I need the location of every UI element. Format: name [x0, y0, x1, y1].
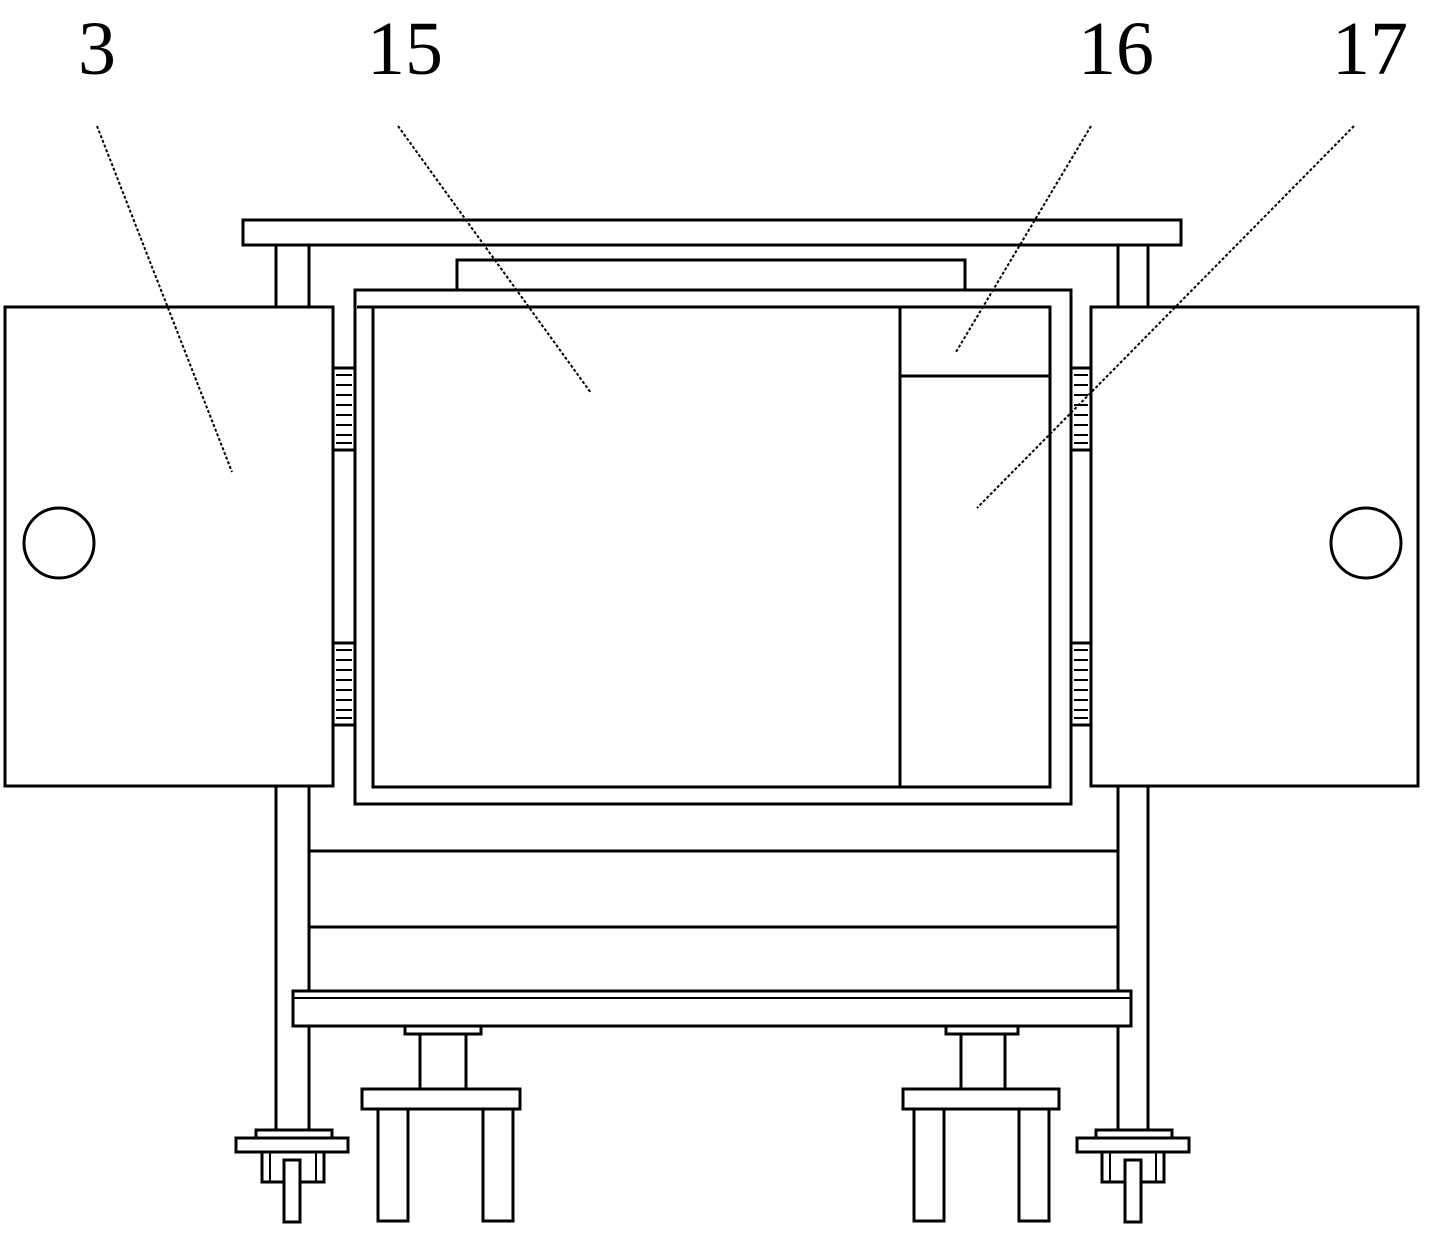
outer-housing [353, 288, 1073, 806]
top-plate [241, 218, 1183, 247]
leader-17 [976, 125, 1355, 509]
right-hinges [1069, 366, 1093, 727]
right-support-leg [901, 1024, 1061, 1223]
label-15: 15 [367, 7, 443, 91]
leader-16 [955, 125, 1092, 353]
inner-box [371, 305, 1052, 789]
left-support-leg [360, 1024, 522, 1223]
label-17: 17 [1332, 7, 1408, 91]
right-door [1089, 305, 1420, 788]
label-16: 16 [1078, 7, 1154, 91]
base-plate [291, 989, 1133, 1028]
right-door-knob [1329, 506, 1403, 580]
left-caster [234, 1128, 350, 1224]
lower-crossbars [309, 849, 1118, 929]
label-3: 3 [78, 7, 116, 91]
left-door-knob [22, 506, 96, 580]
left-door [3, 305, 335, 788]
left-hinges [331, 366, 357, 727]
right-caster [1075, 1128, 1191, 1224]
leader-3 [96, 125, 233, 473]
top-cover [455, 258, 967, 292]
